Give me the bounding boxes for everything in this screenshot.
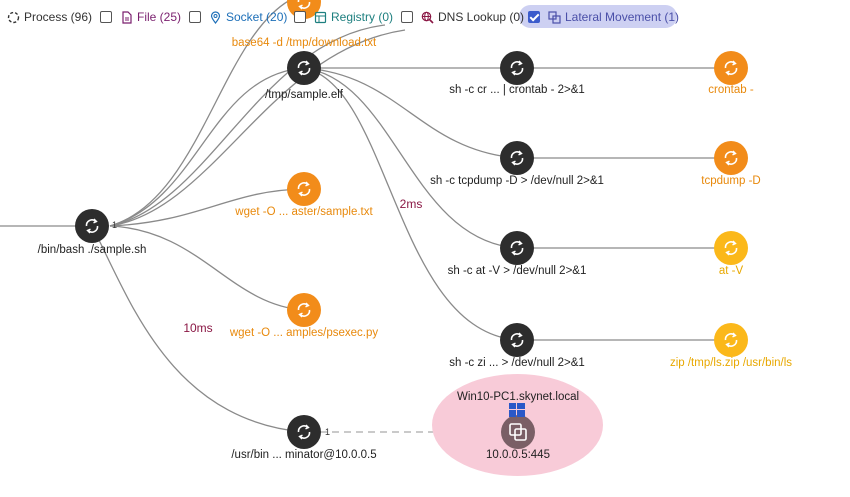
process-icon — [295, 180, 313, 198]
filter-registry-label: Registry (0) — [331, 10, 394, 24]
node-crontab[interactable] — [714, 51, 748, 85]
label-wget2: wget -O ... amples/psexec.py — [229, 327, 379, 339]
edge-bash-wget1 — [109, 188, 305, 227]
process-icon — [508, 331, 526, 349]
process-icon — [295, 59, 313, 77]
edge-bash-up-1 — [109, 0, 291, 227]
node-at[interactable] — [714, 231, 748, 265]
edge-bash-wget2 — [109, 225, 305, 311]
edge-elf-tcpdump-sh — [303, 67, 518, 159]
node-elf[interactable] — [287, 51, 321, 85]
label-hostname: Win10-PC1.skynet.local — [456, 391, 580, 403]
node-zip[interactable] — [714, 323, 748, 357]
timing-bash-usrbin: 10ms — [183, 321, 213, 335]
location-pin-icon — [209, 10, 222, 24]
edge-bash-usrbin — [91, 225, 305, 433]
timing-elf-children: 2ms — [399, 197, 423, 211]
edge-bash-elf — [109, 67, 305, 227]
label-host-ip: 10.0.0.5:445 — [486, 449, 550, 461]
process-icon — [295, 301, 313, 319]
node-tcpdump-sh[interactable] — [500, 141, 534, 175]
process-icon — [83, 217, 101, 235]
label-zip: zip /tmp/ls.zip /usr/bin/ls — [669, 357, 793, 369]
edge-bash-up-2 — [109, 24, 386, 227]
lateral-movement-icon — [548, 10, 561, 24]
label-elf: /tmp/sample.elf — [265, 89, 343, 101]
process-icon — [508, 239, 526, 257]
filter-registry[interactable]: Registry (0) — [294, 8, 393, 26]
label-tcpdump-sh: sh -c tcpdump -D > /dev/null 2>&1 — [430, 175, 604, 187]
filter-file[interactable]: File (25) — [100, 8, 181, 26]
filter-socket-label: Socket (20) — [226, 10, 288, 24]
process-icon — [508, 59, 526, 77]
label-usrbin: /usr/bin ... minator@10.0.0.5 — [231, 449, 377, 461]
label-bash: /bin/bash ./sample.sh — [37, 244, 147, 256]
filter-lateral[interactable]: Lateral Movement (1) — [528, 8, 679, 26]
process-icon — [508, 149, 526, 167]
label-tcpdump: tcpdump -D — [701, 175, 761, 187]
filter-socket[interactable]: Socket (20) — [189, 8, 287, 26]
file-icon — [120, 10, 133, 24]
filter-process-label: Process (96) — [24, 10, 93, 24]
node-tcpdump[interactable] — [714, 141, 748, 175]
registry-icon — [314, 11, 327, 24]
filter-registry-checkbox[interactable] — [294, 11, 306, 23]
process-icon — [295, 0, 313, 11]
node-at-sh[interactable] — [500, 231, 534, 265]
filter-dns[interactable]: DNS Lookup (0) — [401, 8, 524, 26]
edge-elf-zip-sh — [303, 67, 518, 341]
node-bash[interactable] — [75, 209, 109, 243]
filter-file-checkbox[interactable] — [100, 11, 112, 23]
filter-dns-label: DNS Lookup (0) — [438, 10, 525, 24]
edge-elf-at-sh — [303, 67, 518, 249]
process-icon — [722, 239, 740, 257]
node-zip-sh[interactable] — [500, 323, 534, 357]
process-icon — [295, 423, 313, 441]
node-usrbin[interactable] — [287, 415, 321, 449]
filter-bar: Process (96) File (25) Socket (20) Regis… — [0, 0, 850, 32]
node-host[interactable] — [501, 415, 535, 449]
node-crontab-sh[interactable] — [500, 51, 534, 85]
windows-icon — [509, 403, 525, 417]
edge-count-bash: 1 — [112, 220, 118, 230]
label-at-sh: sh -c at -V > /dev/null 2>&1 — [447, 265, 587, 277]
spinner-icon — [7, 11, 20, 24]
label-at: at -V — [718, 265, 744, 277]
filter-lateral-checkbox[interactable] — [528, 11, 540, 23]
process-icon — [722, 59, 740, 77]
filter-socket-checkbox[interactable] — [189, 11, 201, 23]
filter-lateral-label: Lateral Movement (1) — [565, 10, 680, 24]
filter-process[interactable]: Process (96) — [7, 8, 92, 26]
node-wget2[interactable] — [287, 293, 321, 327]
filter-file-label: File (25) — [137, 10, 182, 24]
edge-bash-up-3 — [109, 29, 406, 227]
label-base64: base64 -d /tmp/download.txt — [231, 37, 377, 49]
label-crontab: crontab - — [708, 84, 754, 96]
process-icon — [722, 331, 740, 349]
lateral-movement-icon — [508, 422, 528, 442]
globe-search-icon — [421, 11, 434, 24]
process-icon — [722, 149, 740, 167]
node-wget1[interactable] — [287, 172, 321, 206]
filter-dns-checkbox[interactable] — [401, 11, 413, 23]
edge-count-usrbin: 1 — [325, 427, 331, 437]
label-wget1: wget -O ... aster/sample.txt — [235, 206, 373, 218]
label-crontab-sh: sh -c cr ... | crontab - 2>&1 — [449, 84, 585, 96]
label-zip-sh: sh -c zi ... > /dev/null 2>&1 — [449, 357, 585, 369]
